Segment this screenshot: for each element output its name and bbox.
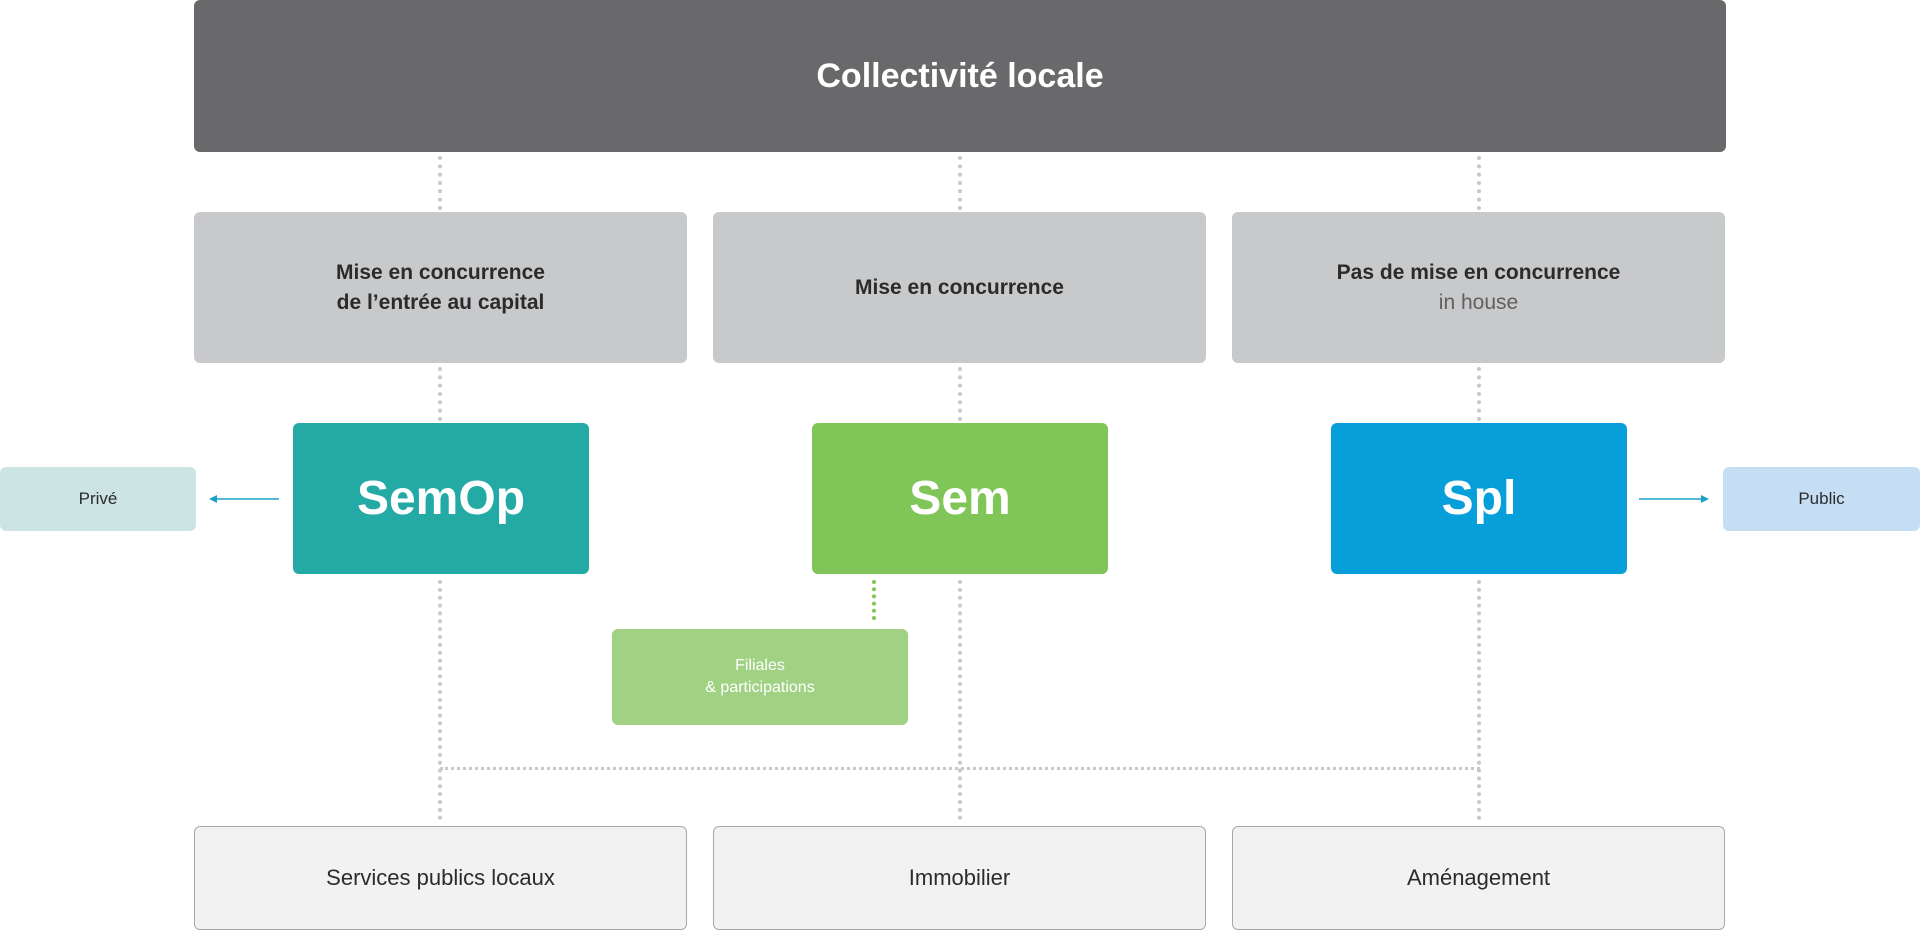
mode-spl-line1: Pas de mise en concurrence [1336, 260, 1621, 284]
connector-mode-sem [958, 367, 962, 421]
arrow-to-prive [209, 495, 279, 503]
entity-sem-label: Sem [909, 472, 1011, 525]
side-public-label: Public [1798, 489, 1845, 508]
domain-immobilier-label: Immobilier [908, 865, 1011, 890]
connector-sem-bottom [958, 580, 962, 820]
entity-spl: Spl [1331, 423, 1627, 574]
domain-box-immobilier: Immobilier [713, 826, 1206, 930]
domain-services-label: Services publics locaux [326, 865, 555, 890]
arrow-to-public [1639, 495, 1709, 503]
filiales-line2: & participations [705, 679, 815, 696]
collectivite-locale-box: Collectivité locale [194, 0, 1726, 152]
mode-box-sem: Mise en concurrence [713, 212, 1206, 363]
connector-top-center [958, 156, 962, 210]
mode-box-spl: Pas de mise en concurrence in house [1232, 212, 1725, 363]
domain-box-services: Services publics locaux [194, 826, 687, 930]
filiales-box: Filiales & participations [612, 629, 908, 725]
connector-semop-bottom [438, 580, 442, 820]
connector-top-right [1477, 156, 1481, 210]
connector-spl-bottom [1477, 580, 1481, 820]
connector-horizontal-bus [440, 767, 1480, 770]
mode-semop-line2: de l’entrée au capital [336, 290, 545, 314]
mode-box-semop: Mise en concurrence de l’entrée au capit… [194, 212, 687, 363]
connector-top-left [438, 156, 442, 210]
connector-mode-semop [438, 367, 442, 421]
entity-spl-label: Spl [1441, 472, 1517, 525]
side-prive-label: Privé [78, 489, 118, 508]
filiales-line1: Filiales [735, 657, 785, 674]
connector-mode-spl [1477, 367, 1481, 421]
side-box-prive: Privé [0, 467, 196, 531]
entity-sem: Sem [812, 423, 1108, 574]
collectivite-locale-title: Collectivité locale [816, 56, 1104, 95]
connector-sem-filiales [872, 580, 876, 620]
mode-spl-line2: in house [1438, 290, 1519, 314]
entity-semop: SemOp [293, 423, 589, 574]
side-box-public: Public [1723, 467, 1920, 531]
domain-box-amenagement: Aménagement [1232, 826, 1725, 930]
mode-sem-line1: Mise en concurrence [855, 275, 1064, 299]
entity-semop-label: SemOp [356, 472, 526, 525]
domain-amenagement-label: Aménagement [1406, 865, 1551, 890]
mode-semop-line1: Mise en concurrence [336, 260, 545, 284]
